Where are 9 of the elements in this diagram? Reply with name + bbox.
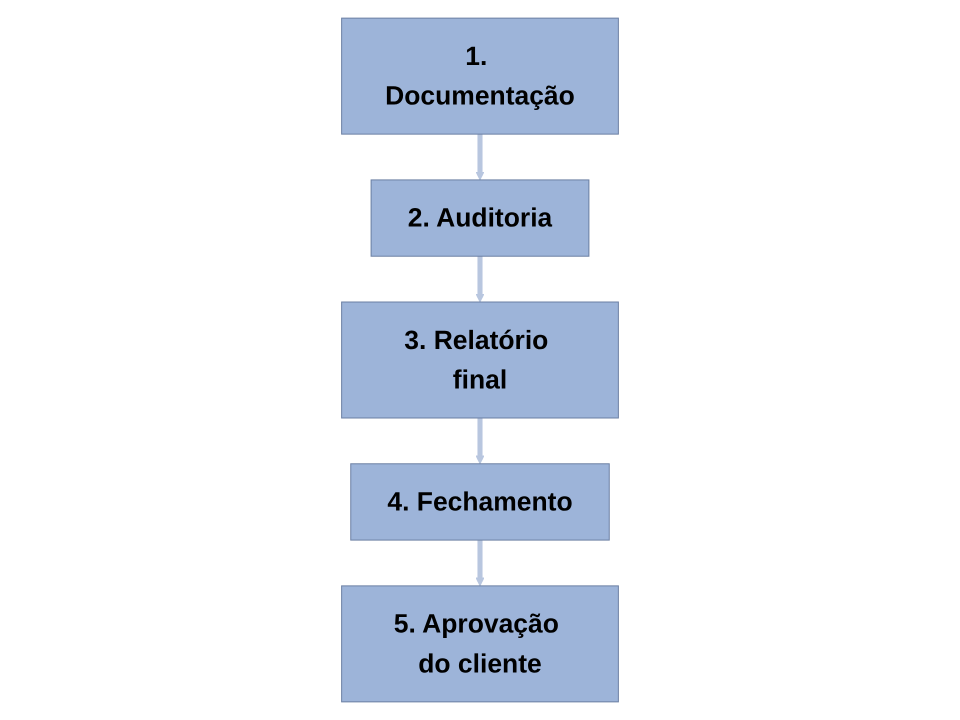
node-box: 3. Relatório final (341, 302, 619, 418)
arrow (476, 418, 484, 464)
arrow (476, 134, 484, 180)
arrow (476, 256, 484, 302)
node-box: 5. Aprovação do cliente (341, 585, 619, 702)
node-box: 1. Documentação (341, 18, 619, 135)
node-box: 2. Auditoria (370, 179, 590, 257)
node-box: 4. Fechamento (350, 463, 610, 541)
arrow (476, 540, 484, 586)
